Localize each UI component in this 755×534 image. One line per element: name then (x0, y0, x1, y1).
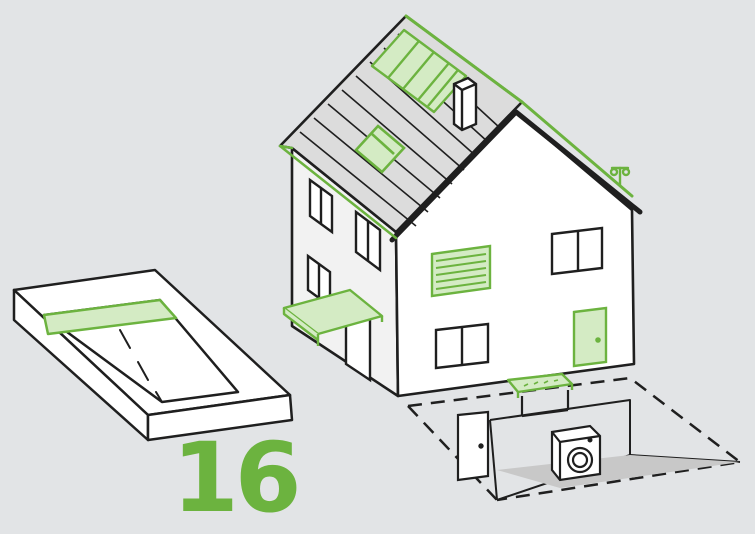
basement-door-icon (458, 412, 488, 480)
front-door-icon (574, 308, 606, 366)
basement-window-well-shaft (522, 390, 568, 416)
chimney-icon (454, 78, 476, 130)
antenna-icon (611, 168, 629, 186)
washing-machine-icon (552, 426, 600, 480)
facade-ventilation-grille-icon (432, 246, 490, 296)
house-scene (0, 0, 755, 513)
illustration-stage: 16 (0, 0, 755, 513)
step-number: 16 (172, 430, 298, 526)
driveway-ramp-icon (14, 270, 292, 440)
